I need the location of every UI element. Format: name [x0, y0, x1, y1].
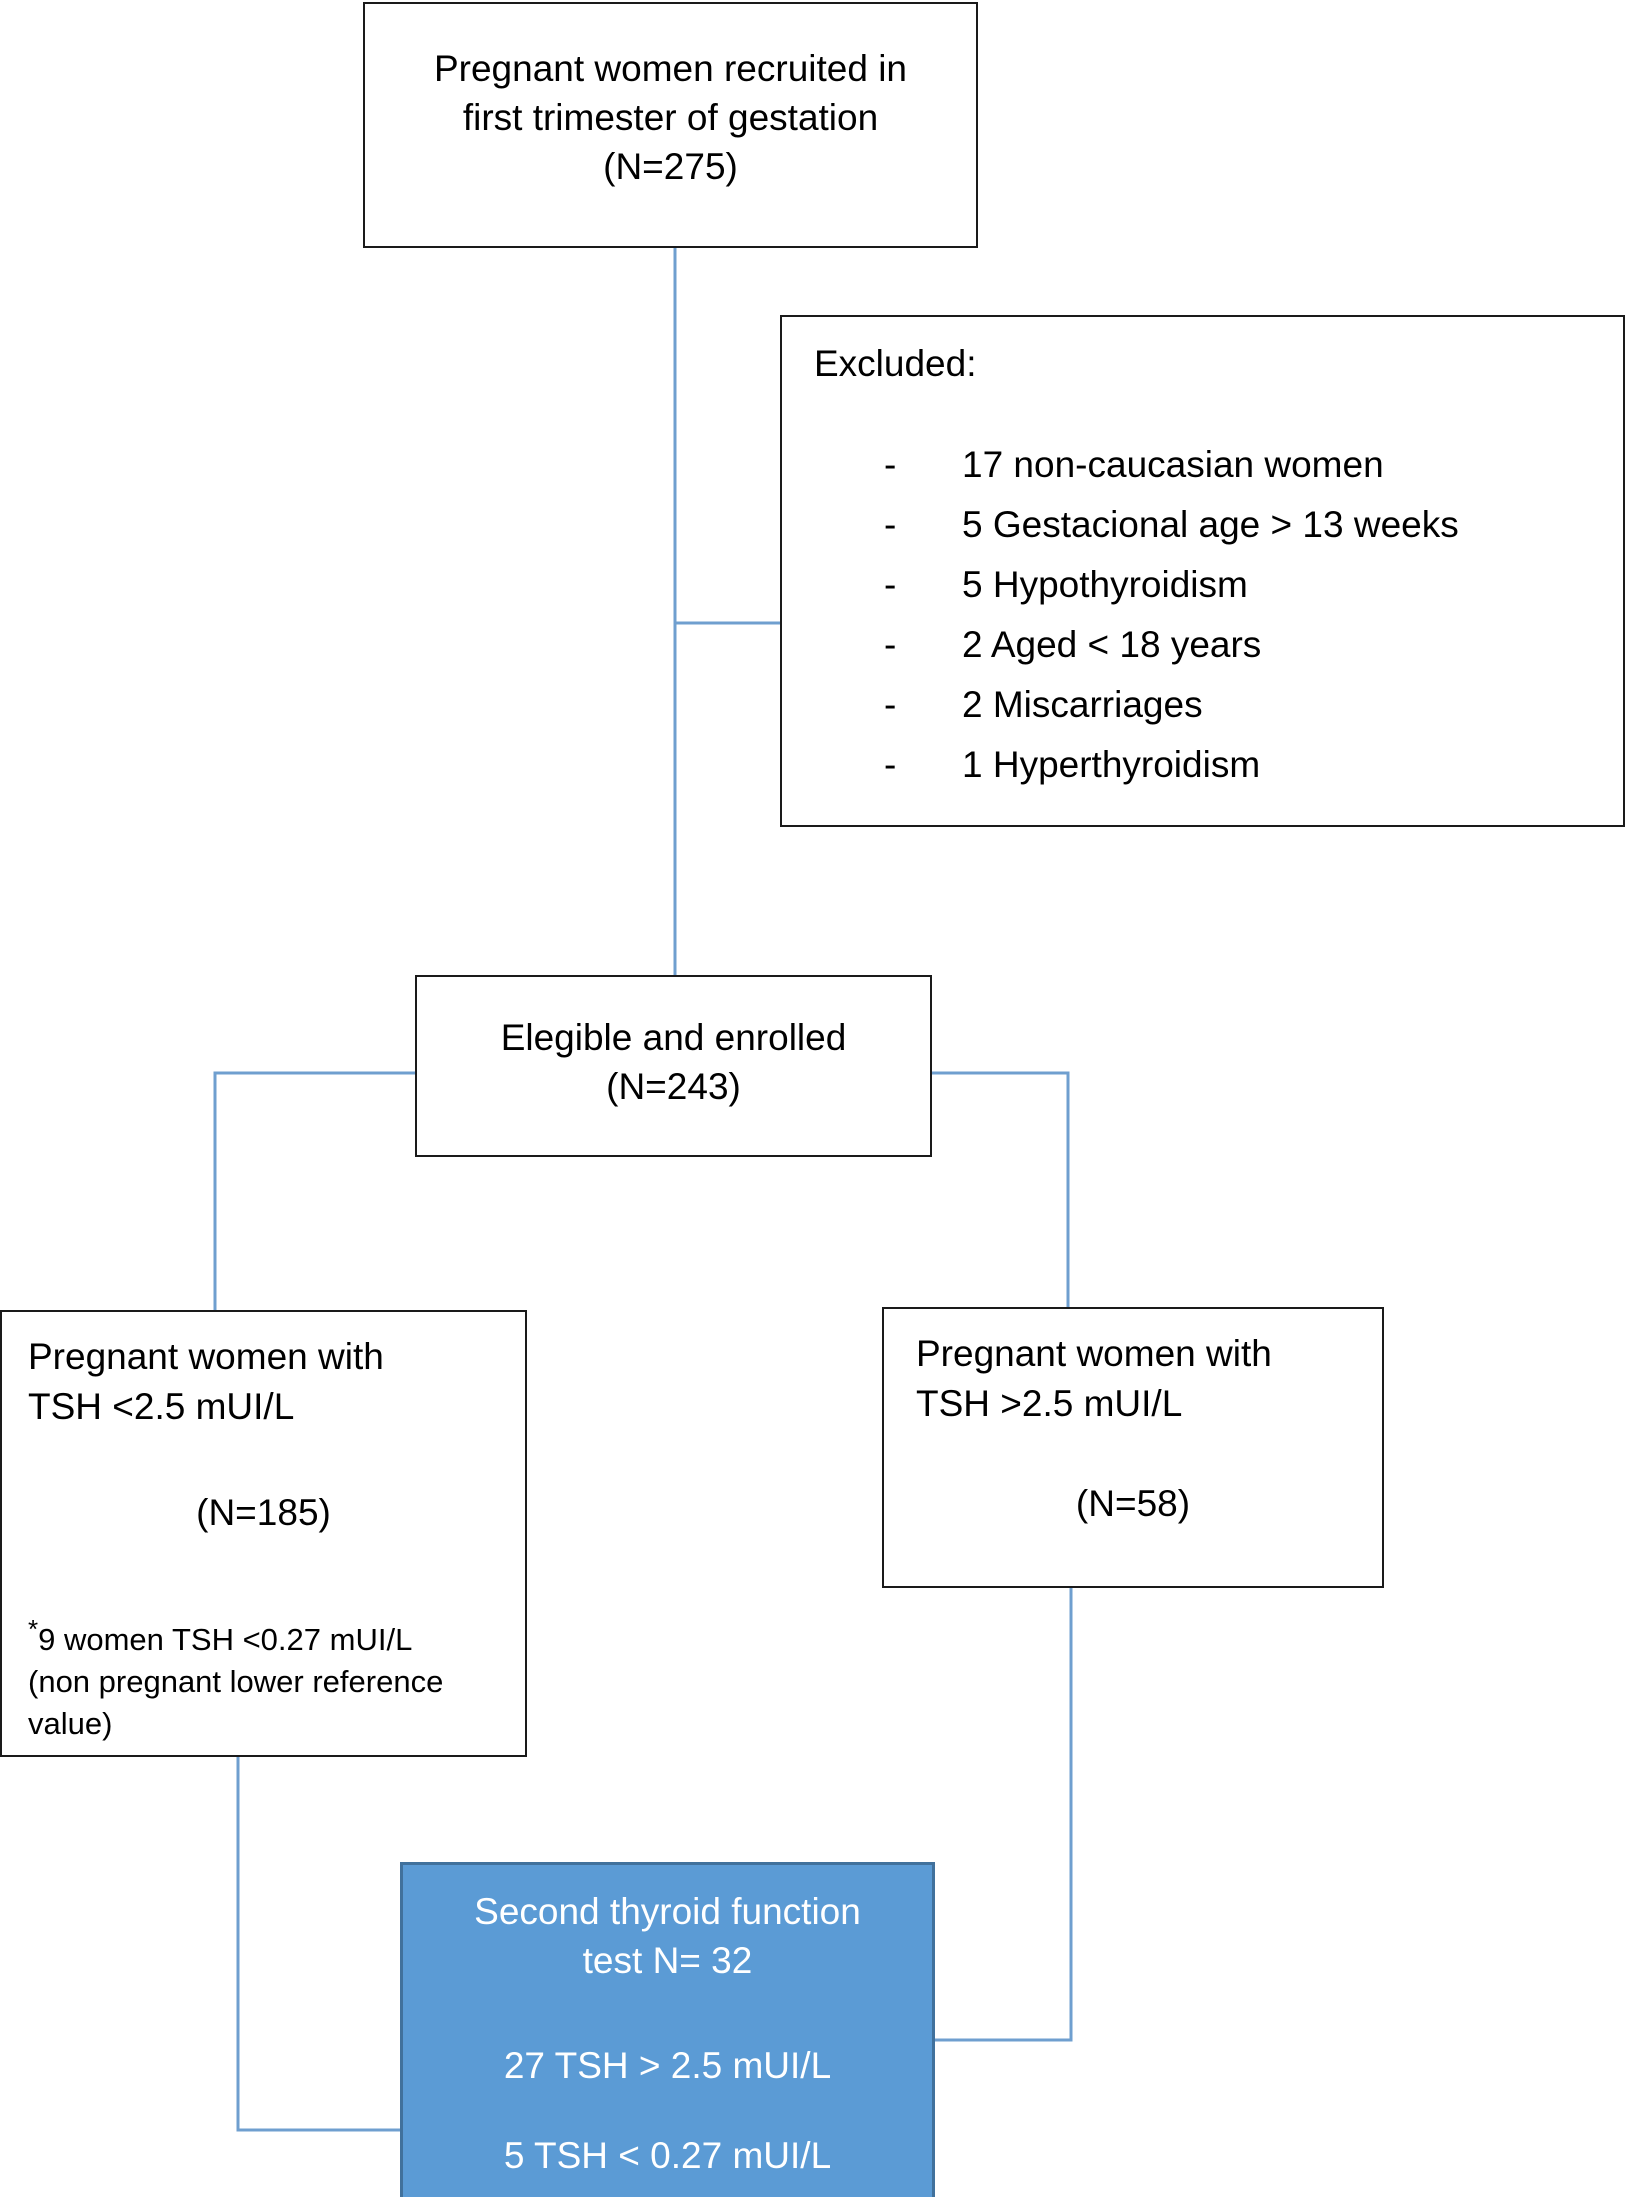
bullet-dash: - [884, 444, 897, 485]
low-tsh-line-1: Pregnant women with [28, 1336, 384, 1377]
excluded-item-text: 2 Miscarriages [962, 684, 1203, 725]
low-tsh-line-2: TSH <2.5 mUI/L [28, 1386, 295, 1427]
high-tsh-label: Pregnant women with TSH >2.5 mUI/L [916, 1329, 1272, 1429]
low-tsh-label: Pregnant women with TSH <2.5 mUI/L [28, 1332, 384, 1432]
excluded-heading: Excluded: [814, 343, 977, 384]
eligible-label: Elegible and enrolled [500, 1017, 847, 1058]
recruited-line-1: Pregnant women recruited in [433, 48, 908, 89]
second-test-result-low: 5 TSH < 0.27 mUI/L [503, 2135, 832, 2176]
connector-high-to-second [935, 1588, 1073, 2042]
high-tsh-box: Pregnant women with TSH >2.5 mUI/L (N=58… [882, 1307, 1384, 1588]
bullet-dash: - [884, 624, 897, 665]
bullet-dash: - [884, 684, 897, 725]
footnote-line-3: value) [28, 1706, 113, 1741]
excluded-item-text: 1 Hyperthyroidism [962, 744, 1261, 785]
connector-eligible-to-low [213, 1071, 415, 1310]
connector-eligible-to-high [932, 1071, 1070, 1307]
connector-low-to-second [236, 1757, 400, 2132]
second-test-title: Second thyroid function test N= 32 [403, 1887, 932, 1985]
eligible-box: Elegible and enrolled (N=243) [415, 975, 932, 1157]
excluded-item-text: 2 Aged < 18 years [962, 624, 1262, 665]
low-tsh-footnote: *9 women TSH <0.27 mUI/L (non pregnant l… [28, 1608, 508, 1745]
excluded-box: Excluded: - 17 non-caucasian women - 5 Ges… [780, 315, 1625, 827]
second-test-box: Second thyroid function test N= 32 27 TS… [400, 1862, 935, 2197]
low-tsh-box: Pregnant women with TSH <2.5 mUI/L (N=18… [0, 1310, 527, 1757]
second-test-title-line-2: test N= 32 [582, 1940, 753, 1981]
excluded-item-text: 5 Hypothyroidism [962, 564, 1248, 605]
bullet-dash: - [884, 504, 897, 545]
recruited-count: (N=275) [603, 146, 738, 187]
footnote-marker: * [28, 1614, 39, 1644]
high-tsh-line-1: Pregnant women with [916, 1333, 1272, 1374]
footnote-line-2: (non pregnant lower reference [28, 1664, 444, 1699]
excluded-item-text: 17 non-caucasian women [962, 444, 1384, 485]
low-tsh-count: (N=185) [196, 1492, 331, 1533]
footnote-line-1: 9 women TSH <0.27 mUI/L [38, 1622, 413, 1657]
second-test-title-line-1: Second thyroid function [474, 1891, 861, 1932]
eligible-count: (N=243) [606, 1066, 741, 1107]
bullet-dash: - [884, 564, 897, 605]
excluded-item-text: 5 Gestacional age > 13 weeks [962, 504, 1459, 545]
high-tsh-line-2: TSH >2.5 mUI/L [916, 1383, 1183, 1424]
recruited-line-2: first trimester of gestation [462, 97, 879, 138]
high-tsh-count: (N=58) [1075, 1483, 1191, 1524]
second-test-result-high: 27 TSH > 2.5 mUI/L [503, 2045, 832, 2086]
bullet-dash: - [884, 744, 897, 785]
recruited-box: Pregnant women recruited in first trimes… [363, 2, 978, 248]
